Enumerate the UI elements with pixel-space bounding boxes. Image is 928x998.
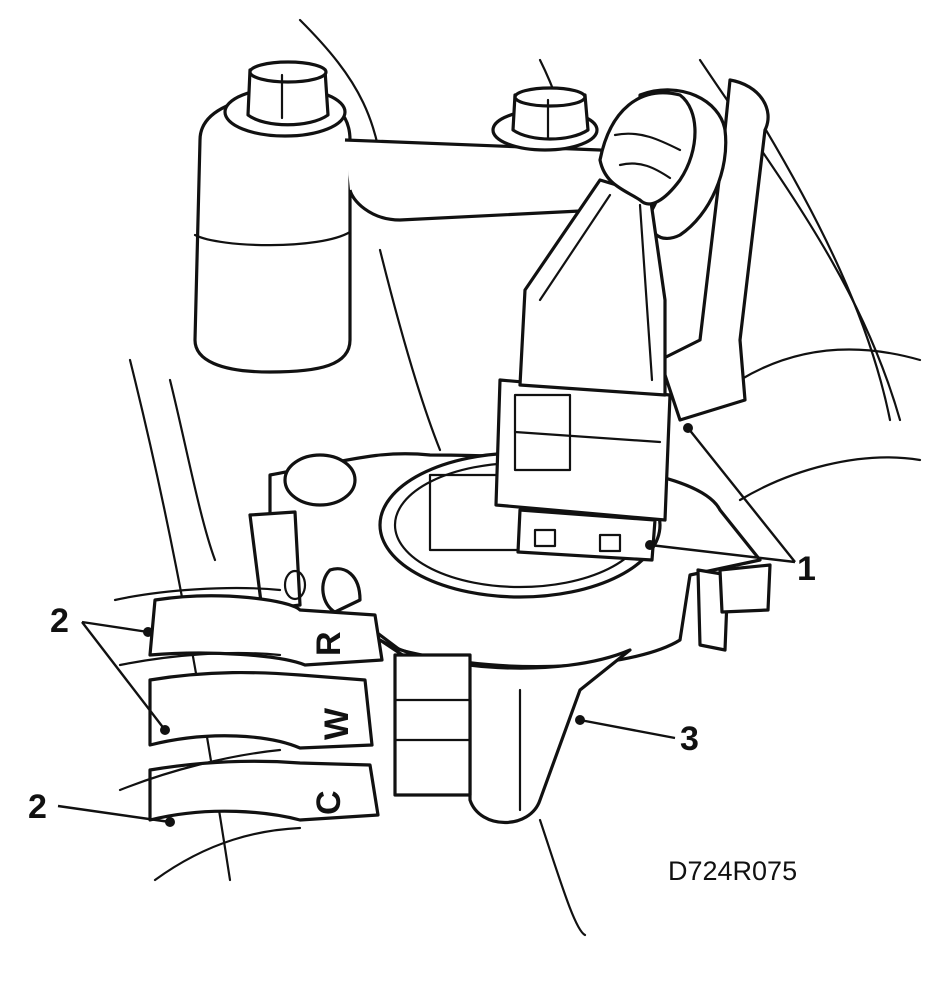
mounting-bracket: [193, 60, 613, 374]
callout-1: 1: [797, 550, 816, 588]
thermostat-plug: [494, 91, 697, 562]
callout-2-lower: 2: [28, 788, 47, 826]
callout-3: 3: [680, 720, 699, 758]
wire-letter-w: W: [318, 707, 356, 740]
wire-letter-r: R: [310, 631, 348, 656]
wire-letter-c: C: [310, 790, 348, 815]
callout-2-upper: 2: [50, 602, 69, 640]
wire-terminals: R W C: [113, 586, 384, 882]
compressor-body: [378, 638, 632, 824]
reference-code: D724R075: [668, 856, 797, 886]
leader-lines: [57, 423, 796, 827]
